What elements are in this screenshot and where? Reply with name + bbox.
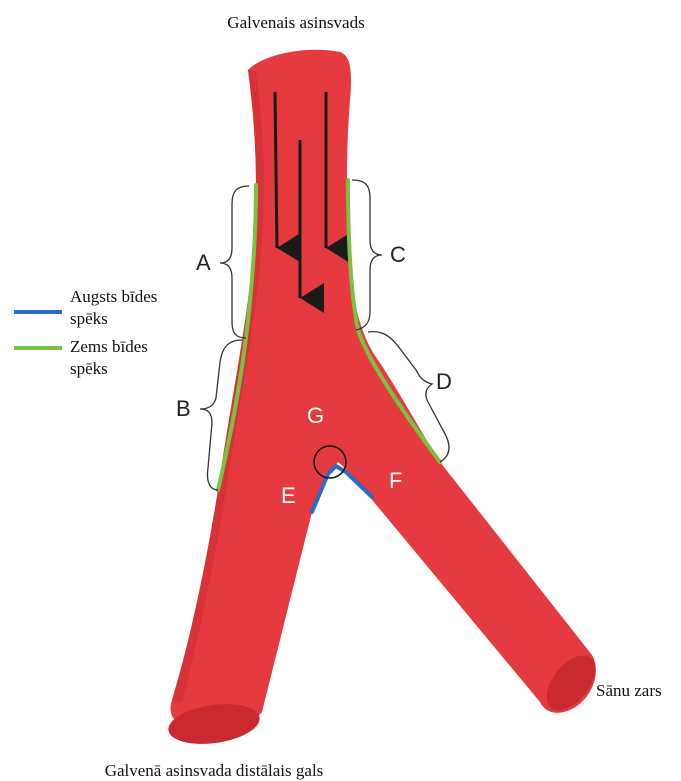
legend-label-low-shear-line2: spēks <box>70 359 108 378</box>
distal-end-label: Galvenā asinsvada distālais gals <box>105 761 324 780</box>
legend-label-high-shear-line2: spēks <box>70 309 108 328</box>
legend: Augsts bīdes spēks Zems bīdes spēks <box>14 287 157 378</box>
label-a: A <box>196 250 211 275</box>
label-f: F <box>389 468 402 493</box>
brace-c <box>352 180 382 330</box>
diagram-title: Galvenais asinsvads <box>227 13 364 32</box>
label-g: G <box>307 403 324 428</box>
flow-arrow <box>275 92 277 248</box>
legend-label-high-shear-line1: Augsts bīdes <box>70 287 157 306</box>
legend-label-low-shear-line1: Zems bīdes <box>70 337 148 356</box>
vessel <box>166 50 605 749</box>
label-c: C <box>390 242 406 267</box>
side-branch-label: Sānu zars <box>596 681 662 700</box>
label-e: E <box>281 483 296 508</box>
label-b: B <box>176 396 191 421</box>
label-d: D <box>436 369 452 394</box>
brace-a <box>220 186 249 338</box>
